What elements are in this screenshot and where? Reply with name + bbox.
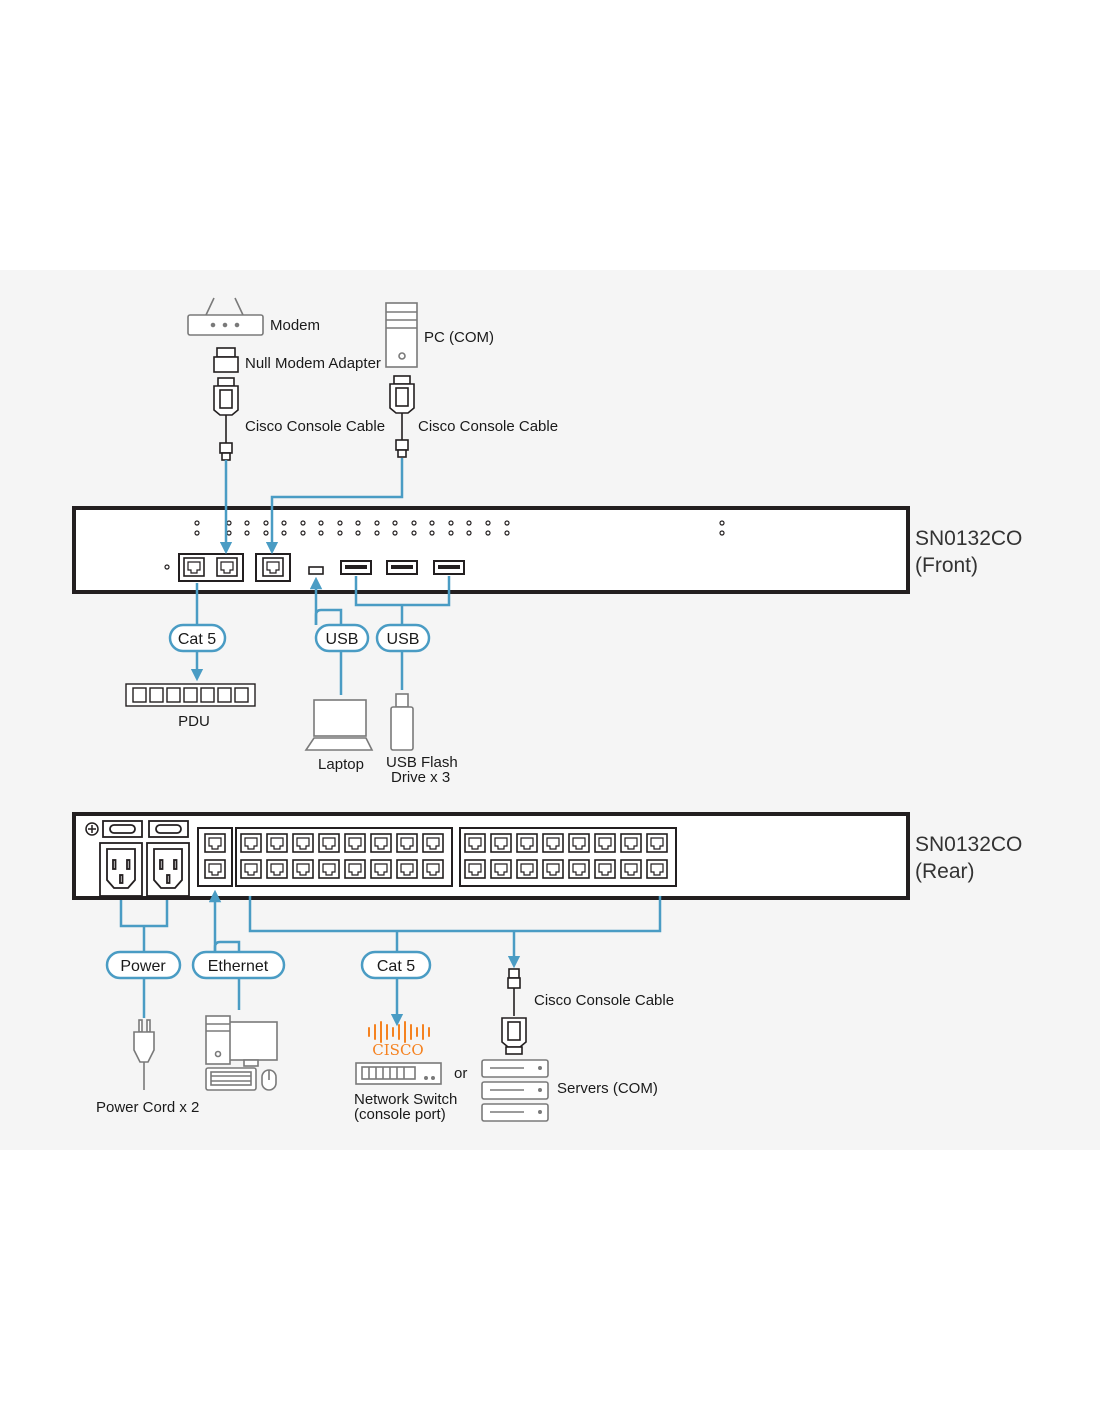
pc-label: PC (COM) (424, 329, 494, 346)
power-sockets (99, 842, 190, 897)
serial-ports-bank-1 (235, 827, 453, 887)
rear-model-label: SN0132CO (915, 833, 1022, 856)
power-switches (102, 820, 189, 838)
network-switch-icon (355, 1062, 442, 1085)
serial-ports-bank-2 (459, 827, 677, 887)
modem-icon (187, 297, 264, 336)
laptop-icon (304, 699, 374, 751)
lan-port-block (197, 827, 233, 887)
pdu-icon (125, 683, 256, 707)
null-modem-label: Null Modem Adapter (245, 355, 381, 372)
rear-console-cable-icon (501, 968, 527, 1055)
pill-usb-1: USB (314, 623, 370, 653)
front-cables (190, 458, 451, 695)
svg-text:USB: USB (326, 631, 359, 648)
mini-usb-port (308, 566, 324, 575)
cisco-console-cable-right-label: Cisco Console Cable (418, 418, 558, 435)
cable-usb-ports-joint (354, 576, 451, 625)
rear-cables (119, 889, 662, 1027)
usb-flash-label-line2: Drive x 3 (391, 769, 450, 786)
usb-flash-label-line1: USB Flash (386, 754, 458, 771)
network-switch-label-line1: Network Switch (354, 1091, 457, 1108)
pill-power: Power (105, 950, 182, 980)
cable-power-joint (119, 900, 169, 952)
pill-cat5-rear: Cat 5 (360, 950, 432, 980)
servers-label: Servers (COM) (557, 1080, 658, 1097)
or-label: or (454, 1065, 467, 1082)
connection-diagram: SN0132CO (Front) Modem Null Modem Adapte… (72, 297, 1022, 1123)
pill-ethernet: Ethernet (191, 950, 286, 980)
svg-text:Power: Power (120, 958, 166, 975)
diagram-canvas: SN0132CO (Front) Modem Null Modem Adapte… (0, 270, 1100, 1150)
null-modem-adapter-icon (213, 347, 239, 373)
network-switch-label-line2: (console port) (354, 1106, 446, 1123)
modem-label: Modem (270, 317, 320, 334)
pc-tower-icon (385, 302, 418, 368)
rear-cisco-console-cable-label: Cisco Console Cable (534, 992, 674, 1009)
pill-usb-2: USB (375, 623, 431, 653)
svg-text:USB: USB (387, 631, 420, 648)
svg-text:Ethernet: Ethernet (208, 958, 269, 975)
power-cord-label: Power Cord x 2 (96, 1099, 199, 1116)
svg-text:Cat 5: Cat 5 (377, 958, 415, 975)
rear-side-label: (Rear) (915, 860, 975, 883)
cisco-logo-text: CISCO (372, 1041, 423, 1059)
front-side-label: (Front) (915, 554, 978, 577)
laptop-label: Laptop (318, 756, 364, 773)
cable-serial-bus (248, 896, 662, 933)
usb-flash-drive-icon (390, 693, 414, 751)
pill-cat5-front: Cat 5 (168, 623, 227, 653)
front-model-label: SN0132CO (915, 527, 1022, 550)
cisco-logo (368, 1021, 430, 1043)
servers-icon (481, 1059, 549, 1122)
cable-pc-to-console (265, 458, 404, 555)
front-rj45-ports (178, 553, 291, 582)
ground-screw-icon (85, 822, 99, 836)
db9-connector-left-icon (213, 377, 239, 461)
db9-connector-right-icon (389, 375, 415, 458)
svg-text:Cat 5: Cat 5 (178, 631, 216, 648)
pdu-label: PDU (178, 713, 210, 730)
desktop-pc-icon (205, 1015, 278, 1091)
front-usb-ports (340, 560, 465, 575)
cisco-console-cable-left-label: Cisco Console Cable (245, 418, 385, 435)
front-led-row (164, 520, 725, 570)
power-cord-icon (133, 1019, 155, 1090)
rear-panel (72, 812, 910, 900)
front-panel (72, 506, 910, 594)
